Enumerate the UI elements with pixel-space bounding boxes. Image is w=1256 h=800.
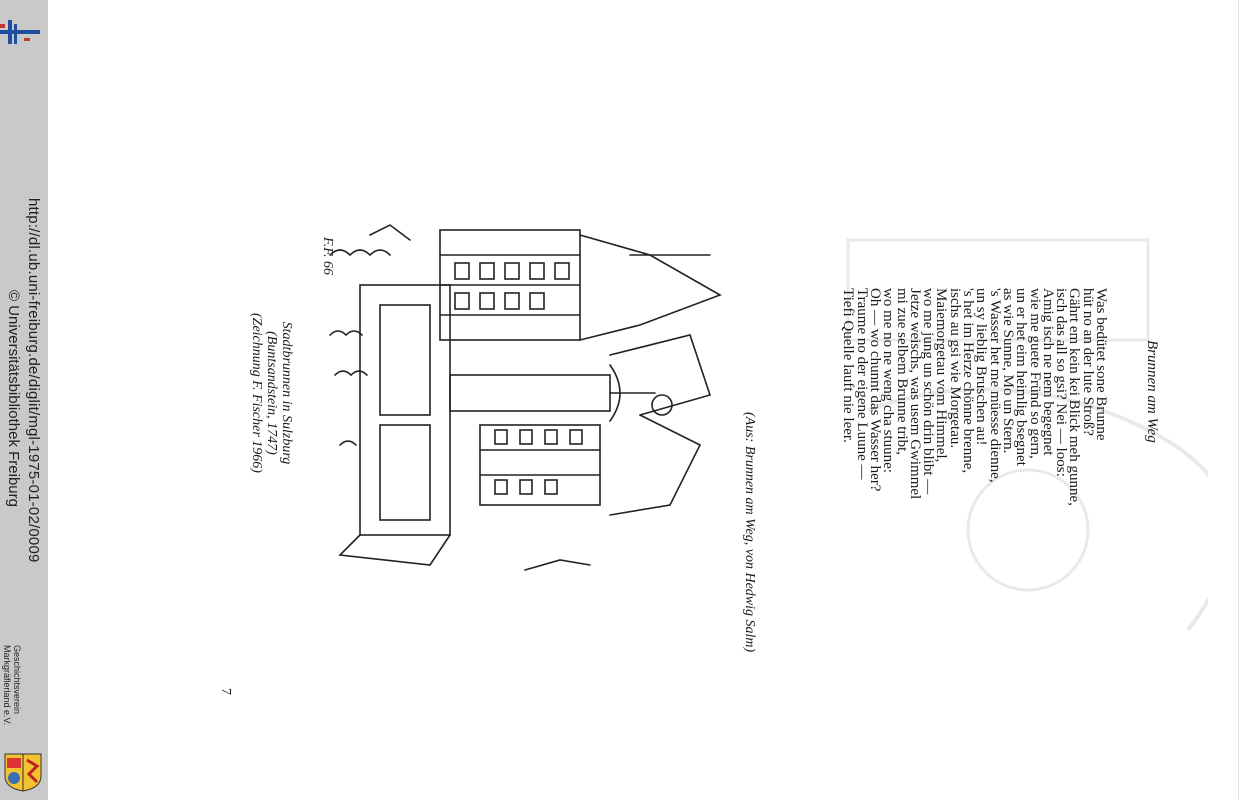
- society-line: Markgräflerland e.V.: [2, 645, 12, 726]
- figure-caption: Stadtbrunnen in Sulzburg (Buntsandstein,…: [249, 313, 294, 473]
- poem-line: Tiefi Quelle lauft nie leer.: [840, 288, 857, 443]
- poem-source: (Aus: Brunnen am Weg, von Hedwig Salm): [742, 412, 757, 653]
- poem-line: ischs au gsi wie Morgetau.: [946, 288, 963, 449]
- page-number: 7: [218, 688, 233, 695]
- society-line: Geschichtsverein: [12, 645, 22, 715]
- fountain-sketch: F.F. 66: [320, 224, 722, 571]
- next-page-edge: [1238, 0, 1256, 800]
- poem-body: Was bedütet sone Brunne hüt no an der lu…: [840, 288, 1109, 506]
- copyright-notice: © Universitätsbibliothek Freiburg: [5, 290, 22, 507]
- poem-line: 's Wasser het me müesse dienne,: [986, 288, 1003, 483]
- society-name: Geschichtsverein Markgräflerland e.V.: [2, 645, 22, 725]
- poem-line: hüt no an der lute Stroß?: [1079, 288, 1096, 436]
- scanned-page: F.F. 66 Stadtbrunnen in Sulzburg (Buntsa…: [48, 0, 1238, 800]
- society-crest-icon: [4, 753, 42, 792]
- ub-freiburg-logo-icon: [0, 20, 40, 44]
- document-url[interactable]: http://dl.ub.uni-freiburg.de/diglit/mgl-…: [25, 198, 42, 563]
- sketch-signature: F.F. 66: [320, 236, 335, 275]
- poem-line: Traume no der eigene Luune —: [853, 288, 870, 480]
- library-sidebar: http://dl.ub.uni-freiburg.de/diglit/mgl-…: [0, 0, 48, 800]
- poem-line: Maiemorgetau vom Himmel,: [933, 288, 950, 463]
- poem-line: mi zue selbem Brunne tribt,: [893, 288, 910, 456]
- caption-line: (Zeichnung F. Fischer 1966): [249, 313, 264, 473]
- poem-line: wie me guete Fründ so gern,: [1026, 288, 1043, 459]
- poem-line: Gährt em kein kei Blick meh gunne,: [1066, 288, 1083, 506]
- caption-line: (Buntsandstein, 1747): [264, 331, 279, 455]
- caption-line: Stadtbrunnen in Sulzburg: [279, 321, 294, 465]
- poem-title: Brunnen am Weg: [1144, 340, 1160, 443]
- reverse-side-ghost: [846, 238, 1208, 632]
- poem-line: un sy lieblig Bruschen au!: [973, 288, 990, 446]
